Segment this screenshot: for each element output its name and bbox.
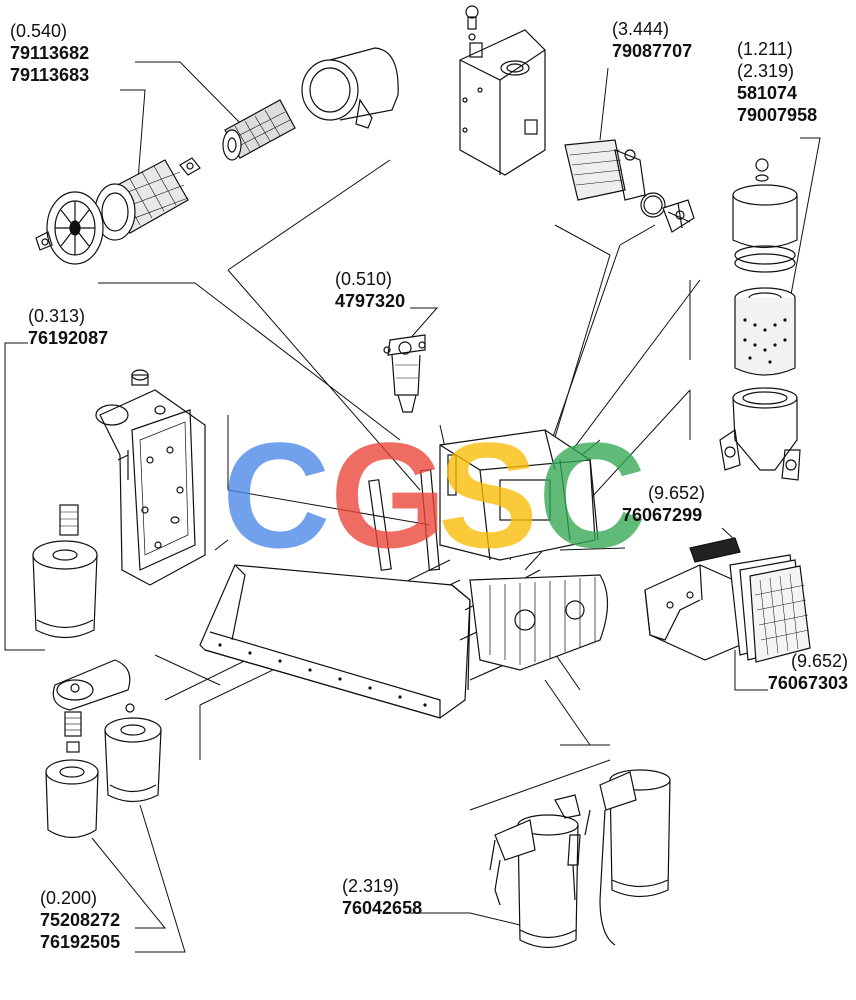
callout-qty: (2.319)	[737, 61, 795, 81]
fuel-sediment-bowl	[383, 334, 426, 413]
part-number: 79087707	[612, 41, 693, 61]
part-number: 76067303	[767, 673, 848, 693]
callout-air-filter: (0.540) 79113682 79113683	[10, 20, 89, 86]
engine-oil-filter-assembly	[32, 369, 206, 639]
callout-qty: (0.313)	[28, 306, 86, 326]
part-number: 76192505	[40, 932, 121, 952]
callout-qty: (9.652)	[790, 651, 848, 671]
callout-qty: (2.319)	[342, 876, 400, 896]
part-number: 76192087	[28, 328, 109, 348]
callout-transmission-filter: (1.211) (2.319) 581074 79007958	[737, 38, 817, 126]
callout-qty: (3.444)	[612, 19, 670, 39]
part-number: 4797320	[335, 291, 406, 311]
part-number: 79007958	[737, 105, 818, 125]
callout-qty: (0.510)	[335, 269, 393, 289]
watermark-letter-s: S	[438, 411, 539, 579]
ac-receiver-dryer-assembly	[489, 769, 671, 949]
transmission-filter-assembly	[719, 158, 801, 481]
watermark-letter-c2: C	[538, 411, 647, 579]
callout-qty: (9.652)	[648, 483, 706, 503]
part-number: 75208272	[40, 910, 121, 930]
callout-cab-filter-bottom: (9.652) 76067303	[768, 650, 848, 694]
callout-fuel-sediment: (0.510) 4797320	[335, 268, 405, 312]
callout-fuel-filters: (0.200) 75208272 76192505	[40, 887, 120, 953]
cab-air-filter-assembly	[644, 537, 811, 663]
fuel-filter-assembly	[45, 659, 162, 839]
callout-ac-dryer: (2.319) 76042658	[342, 875, 422, 919]
hydraulic-tank-assembly	[459, 5, 695, 233]
callout-engine-oil-filter: (0.313) 76192087	[28, 305, 108, 349]
air-filter-assembly	[35, 47, 399, 265]
watermark-letter-g: G	[330, 411, 447, 579]
watermark-letter-c1: C	[222, 411, 331, 579]
callout-hydraulic-tank: (3.444) 79087707	[612, 18, 692, 62]
callout-qty: (0.200)	[40, 888, 98, 908]
crawler-dozer	[199, 429, 609, 719]
part-number: 581074	[737, 83, 798, 103]
part-number: 76067299	[622, 505, 703, 525]
callout-qty: (0.540)	[10, 21, 68, 41]
part-number: 76042658	[342, 898, 423, 918]
part-number: 79113682	[10, 43, 90, 63]
part-number: 79113683	[10, 65, 90, 85]
callout-cab-filter-top: (9.652) 76067299	[622, 482, 705, 526]
callout-qty: (1.211)	[737, 39, 793, 59]
